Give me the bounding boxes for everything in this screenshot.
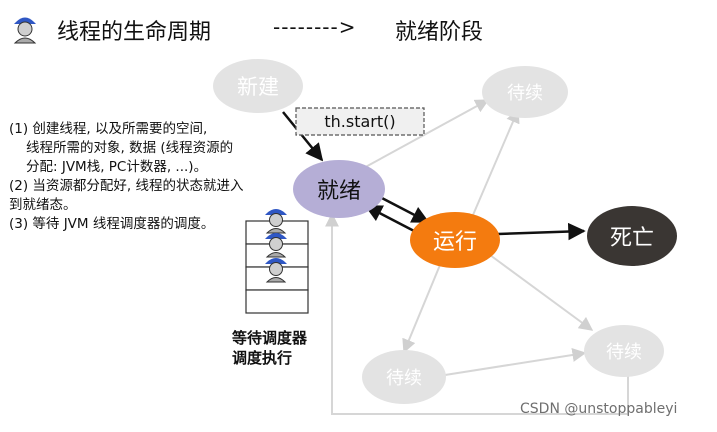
state-running-label: 运行 [433, 230, 477, 255]
note-line: 线程所需的对象, 数据 (线程资源的 [26, 140, 234, 156]
state-ready: 就绪 [293, 160, 385, 218]
state-dead: 死亡 [587, 206, 677, 266]
queue-caption-line: 等待调度器 [232, 329, 308, 347]
note-line: 到就绪态。 [9, 197, 77, 213]
notes: (1) 创建线程, 以及所需要的空间, 线程所需的对象, 数据 (线程资源的 分… [9, 120, 279, 234]
note-line: (1) 创建线程, 以及所需要的空间, [9, 121, 208, 137]
watermark: CSDN @unstoppableyi [520, 401, 678, 417]
note-line: (3) 等待 JVM 线程调度器的调度。 [9, 216, 215, 232]
thread-worker-icon [265, 258, 287, 283]
state-wait-bottom-right-label: 待续 [606, 342, 642, 363]
state-running: 运行 [410, 212, 500, 268]
state-wait-bottom-left-label: 待续 [386, 368, 422, 389]
state-new: 新建 [213, 59, 303, 113]
stage-title: 就绪阶段 [395, 20, 484, 45]
note-line: (2) 当资源都分配好, 线程的状态就进入 [9, 178, 244, 194]
queue-caption: 等待调度器 调度执行 [232, 328, 307, 368]
faded-edges [325, 99, 629, 415]
page-title: 线程的生命周期 [57, 20, 212, 45]
state-new-label: 新建 [237, 75, 279, 99]
title-arrow: --------> [273, 15, 357, 39]
state-dead-label: 死亡 [610, 226, 654, 251]
state-wait-bottom-right: 待续 [584, 325, 664, 377]
note-line: 分配: JVM栈, PC计数器, ...)。 [26, 159, 208, 175]
state-wait-top: 待续 [482, 66, 568, 118]
state-wait-top-label: 待续 [507, 83, 543, 104]
thread-worker-icon [265, 209, 287, 234]
state-wait-bottom-left: 待续 [362, 350, 446, 404]
active-edges [282, 111, 586, 241]
thread-worker-icon [265, 233, 287, 258]
start-call-box: th.start() [295, 107, 425, 136]
thread-worker-icon [13, 17, 37, 44]
queue-caption-line: 调度执行 [232, 349, 293, 367]
start-call-label: th.start() [324, 112, 395, 131]
state-ready-label: 就绪 [317, 179, 361, 204]
